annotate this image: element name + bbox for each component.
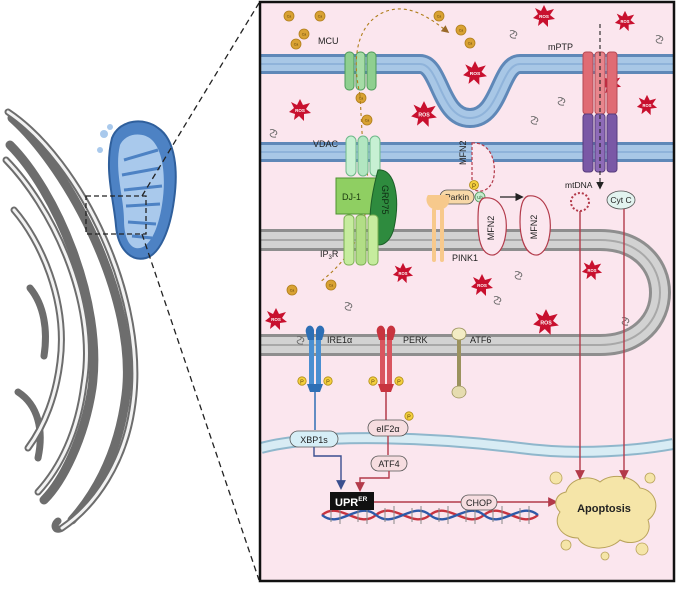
- atf4-label: ATF4: [378, 459, 399, 469]
- ire1a-label: IRE1α: [327, 335, 352, 345]
- mcu-channel: [344, 51, 377, 91]
- zoom-line-bottom: [141, 233, 260, 581]
- mfn2-left-label: MFN2: [486, 216, 496, 241]
- svg-text:P: P: [407, 415, 411, 421]
- perk-receptor: [376, 325, 396, 420]
- perk-label: PERK: [403, 335, 428, 345]
- ip3r-label: IP3R: [320, 249, 339, 261]
- pink1-protein: [426, 195, 450, 262]
- svg-text:P: P: [326, 380, 330, 386]
- phospho-ire1a-right: [323, 376, 333, 386]
- mfn2-left: [477, 197, 507, 256]
- pink1-label: PINK1: [452, 253, 478, 263]
- upr-er-label: UPRER: [335, 496, 368, 509]
- ire1a-receptor: [305, 325, 325, 430]
- phospho-parkin: [469, 180, 479, 190]
- er-cartoon-fill: [4, 110, 137, 530]
- atf6-label: ATF6: [470, 335, 491, 345]
- mfn2-right-label: MFN2: [529, 215, 539, 240]
- zoom-box: [85, 195, 147, 235]
- mitochondrion-cartoon: [97, 120, 177, 260]
- chop-label: CHOP: [466, 498, 492, 508]
- grp75-label: GRP75: [380, 185, 390, 215]
- ip3r-channel: [343, 214, 379, 266]
- parkin-label: Parkin: [445, 192, 469, 202]
- mtdna-label: mtDNA: [565, 180, 593, 190]
- apoptosis-cell: [549, 471, 657, 561]
- cytc-label: Cyt C: [610, 195, 631, 205]
- mcu-label: MCU: [318, 36, 339, 46]
- mfn2-top: [471, 142, 495, 192]
- mptp-label: mPTP: [548, 42, 573, 52]
- eif2a-label: eIF2α: [376, 424, 399, 434]
- svg-text:P: P: [371, 380, 375, 386]
- vdac-label: VDAC: [313, 139, 339, 149]
- phospho-perk-left: [368, 376, 378, 386]
- dna-helix: [321, 506, 539, 524]
- phospho-perk-right: [394, 376, 404, 386]
- atf6-receptor: [451, 327, 467, 399]
- svg-text:Ub: Ub: [477, 195, 483, 200]
- mtdna-circle: [570, 192, 590, 212]
- zoom-panel-border: [258, 0, 676, 583]
- svg-text:P: P: [472, 184, 476, 190]
- phospho-ire1a-left: [297, 376, 307, 386]
- upr-er-box: [330, 492, 374, 510]
- xbp1s-label: XBP1s: [300, 435, 328, 445]
- dj1-label: DJ-1: [342, 192, 361, 202]
- phospho-eif2a: [404, 411, 414, 421]
- svg-text:P: P: [300, 380, 304, 386]
- mfn2-top-label: MFN2: [458, 141, 468, 166]
- cytc-bubble: [606, 190, 636, 210]
- svg-text:P: P: [397, 380, 401, 386]
- apoptosis-label: Apoptosis: [577, 503, 631, 515]
- vdac-channel: [345, 135, 381, 177]
- xbp1s-arrow: [313, 447, 346, 490]
- atf4-arrow: [355, 471, 390, 492]
- mfn2-right: [519, 195, 551, 256]
- calcium-flux-arrow: [355, 8, 450, 96]
- zoom-line-top: [141, 2, 260, 197]
